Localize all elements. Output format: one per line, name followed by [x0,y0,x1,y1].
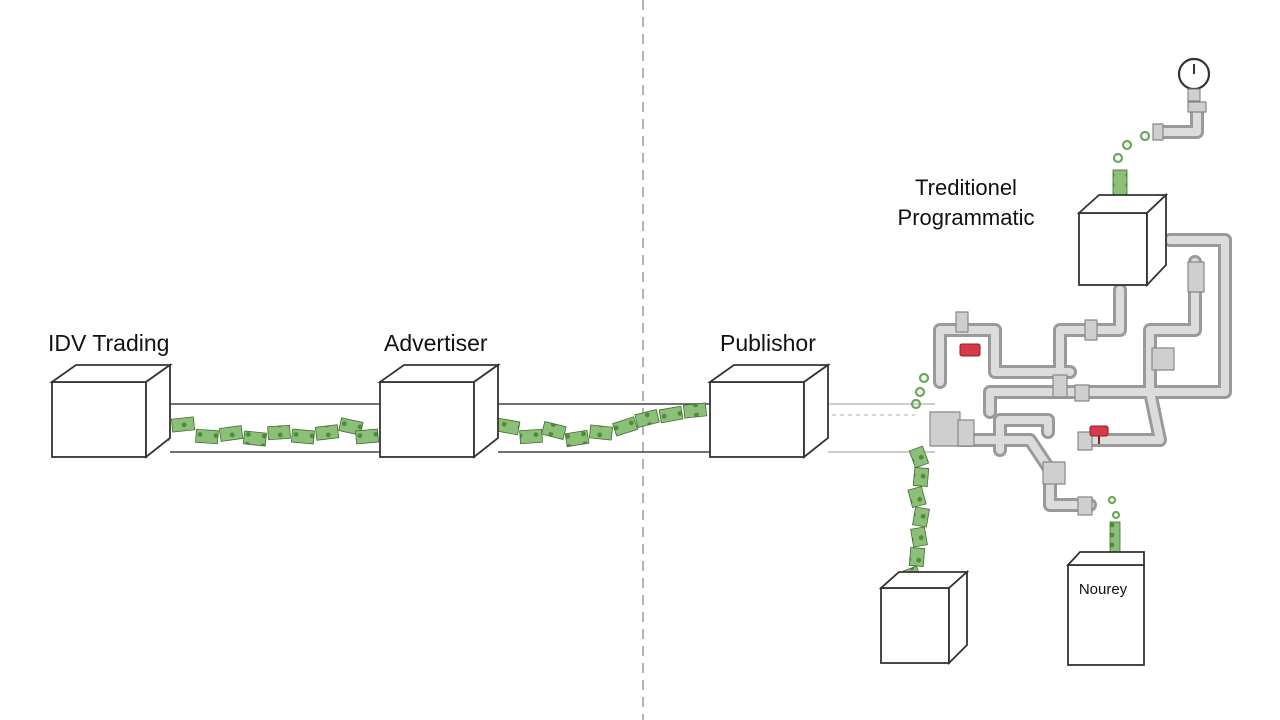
pressure-gauge-icon [1177,57,1211,102]
box-publisher [707,363,831,459]
red-valves [959,343,1109,444]
label-box: Nourey [1079,581,1128,598]
label-idv-trading: IDV Trading [48,330,169,356]
box-traditional-programmatic [1076,192,1169,288]
label-publisher: Publishor [720,330,816,356]
label-traditional: Treditionel [915,175,1017,200]
label-programmatic: Programmatic [898,205,1035,230]
pipe-network [929,101,1232,516]
box-bottom-left [878,569,970,666]
connector-tubes [170,403,935,453]
label-advertiser: Advertiser [384,330,488,356]
money-stream-2 [472,402,708,448]
box-idv-trading [49,363,173,459]
box-advertiser [377,363,501,459]
box-bottom-right [1065,551,1145,666]
money-stream-down [902,445,930,589]
money-stream-1 [146,416,380,447]
